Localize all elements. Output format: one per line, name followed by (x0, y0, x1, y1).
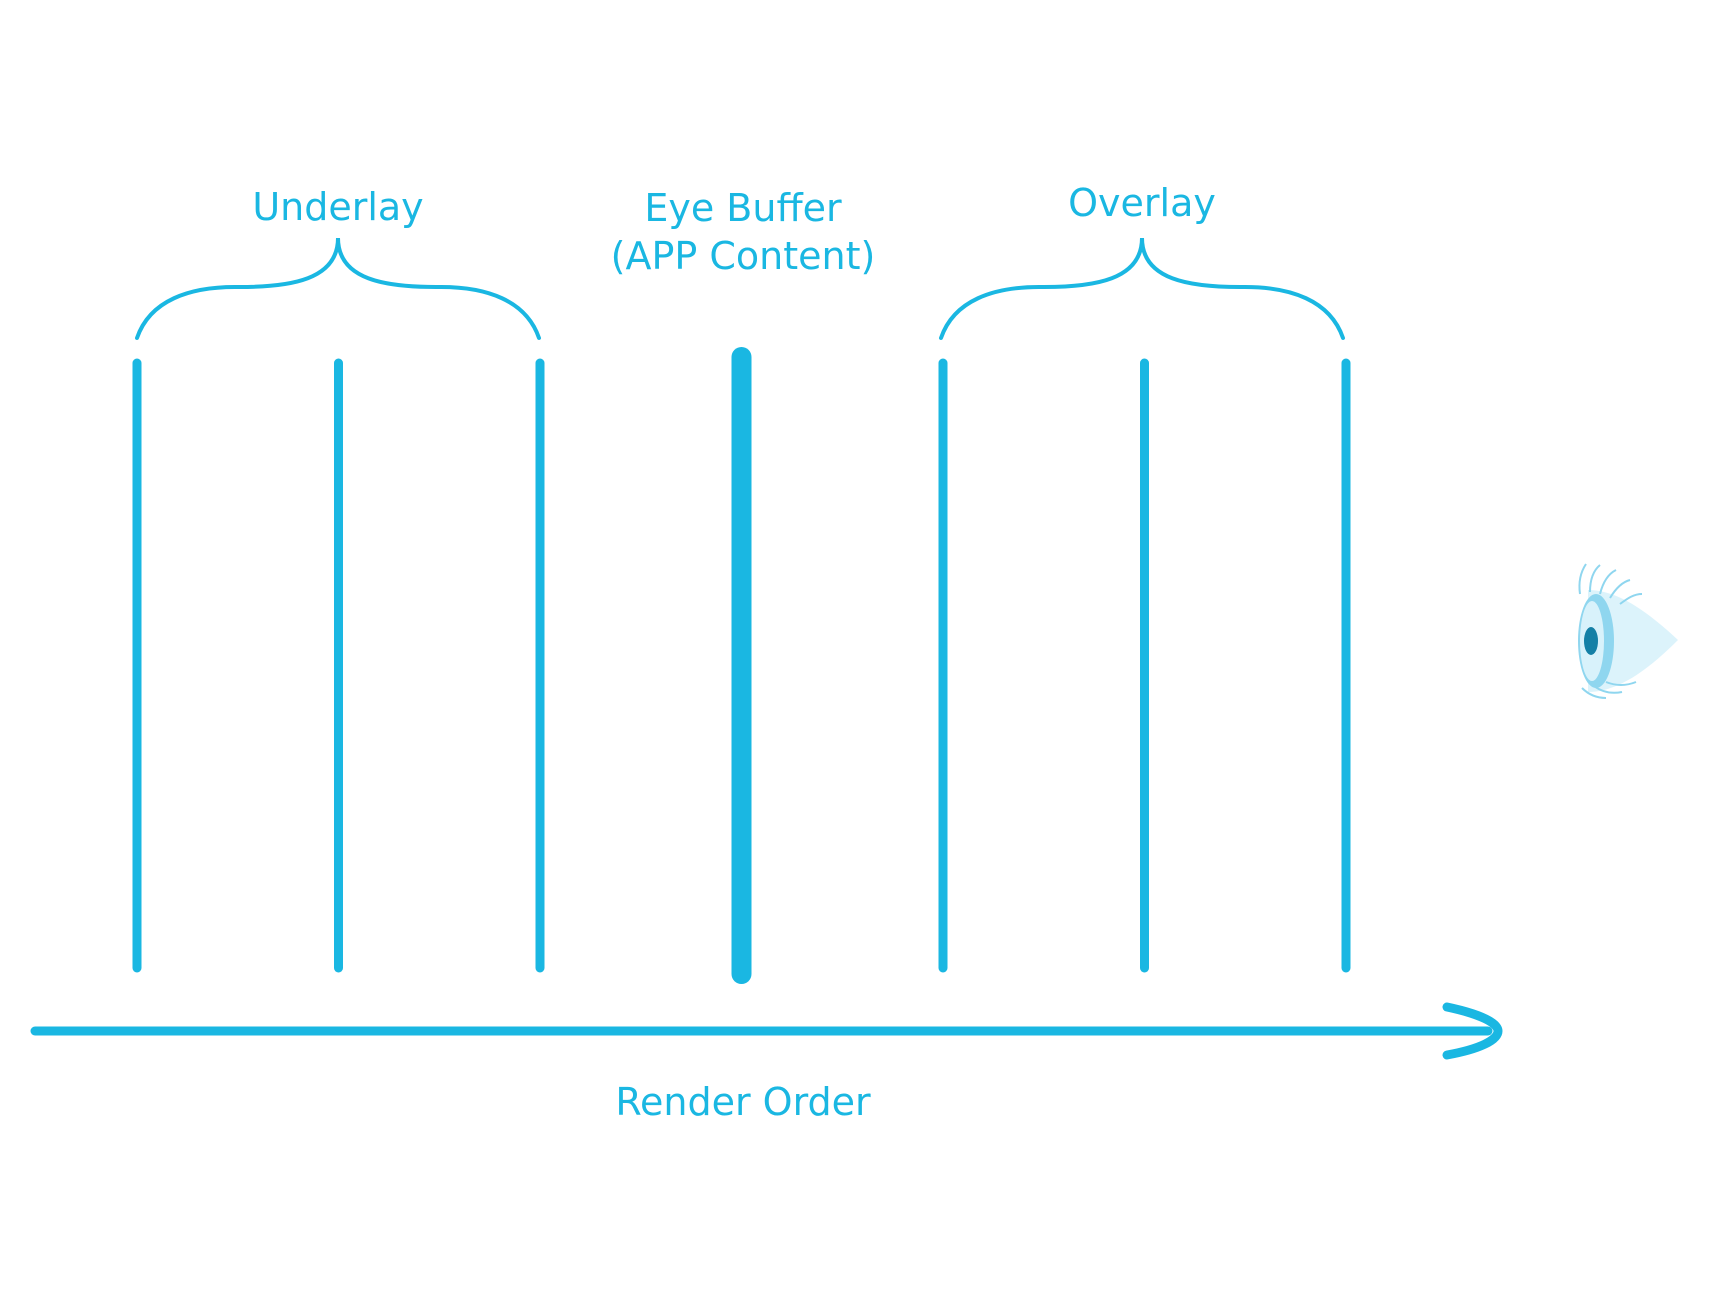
eye-buffer-label-line2: (APP Content) (610, 234, 876, 278)
render-order-label: Render Order (615, 1080, 871, 1124)
underlay-label: Underlay (252, 185, 424, 229)
render-order-arrowhead (1442, 1002, 1503, 1060)
layer-lines (132, 347, 1351, 984)
eye-icon (1578, 563, 1678, 699)
overlay-brace (939, 237, 1345, 340)
overlay-label: Overlay (1068, 181, 1216, 225)
eye-buffer-label-line1: Eye Buffer (644, 186, 842, 230)
underlay-brace (135, 237, 541, 340)
